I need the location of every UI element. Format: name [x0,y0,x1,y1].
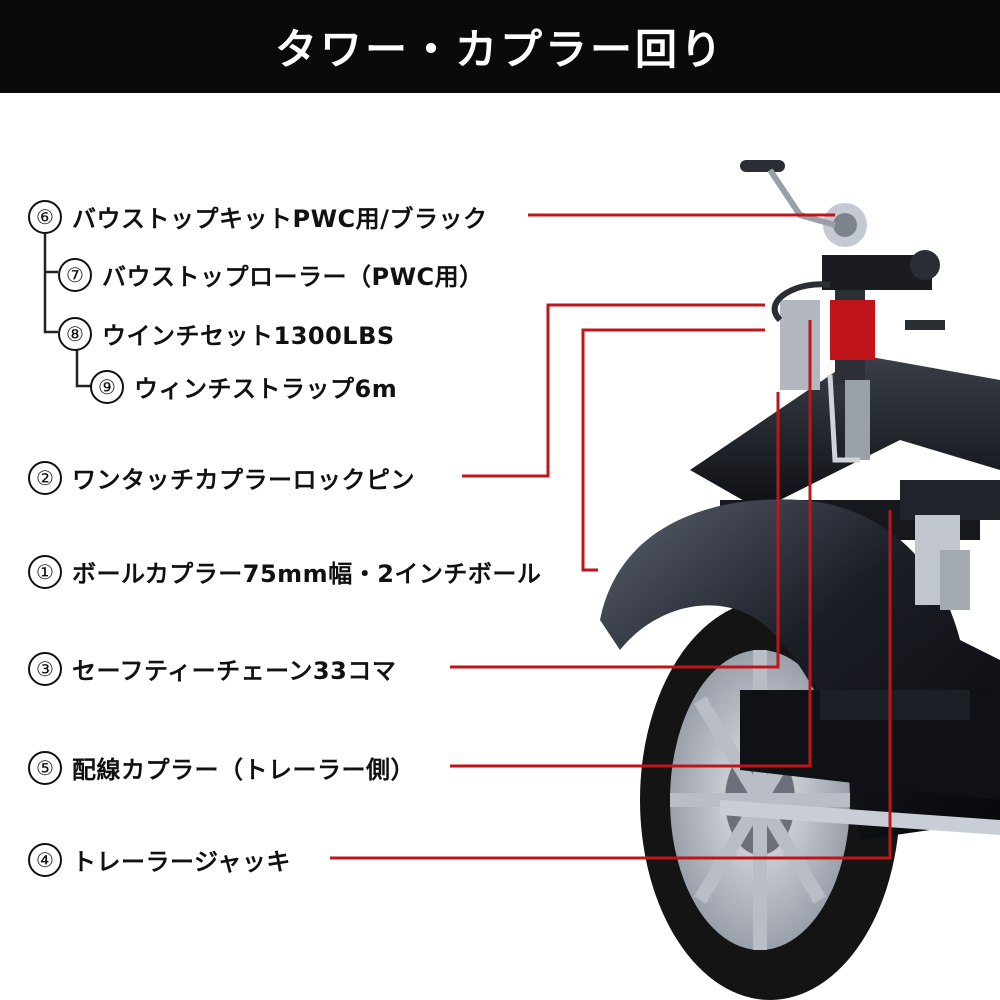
callout-label: トレーラージャッキ [72,848,291,876]
callout-8: ⑧ ウインチセット1300LBS [58,316,395,351]
callout-number: ② [28,460,62,495]
callout-5: ⑤ 配線カプラー（トレーラー側） [28,750,415,785]
callout-number: ③ [28,651,62,686]
callout-label: ウィンチストラップ6m [134,375,398,403]
callout-label: ウインチセット1300LBS [102,322,395,350]
page-title: タワー・カプラー回り [274,25,725,74]
callout-4: ④ トレーラージャッキ [28,842,291,877]
fender [600,499,1000,840]
callout-2: ② ワンタッチカプラーロックピン [28,460,415,495]
callout-label: バウストップローラー（PWC用） [102,263,484,291]
callout-label: 配線カプラー（トレーラー側） [72,756,415,784]
callout-label: バウストップキットPWC用/ブラック [72,205,488,233]
callout-number: ⑨ [90,369,124,404]
trailer-jack [915,515,970,610]
callout-number: ① [28,554,62,589]
leader-line-3 [450,392,780,669]
callout-label: ボールカプラー75mm幅・2インチボール [72,560,542,588]
leader-line-4 [330,510,892,860]
sub-item-bracket [43,232,92,388]
leader-line-1 [581,328,765,572]
callout-7: ⑦ バウストップローラー（PWC用） [58,257,484,292]
callout-number: ④ [28,842,62,877]
callout-3: ③ セーフティーチェーン33コマ [28,651,396,686]
callout-label: セーフティーチェーン33コマ [72,657,397,685]
callout-6: ⑥ バウストップキットPWC用/ブラック [28,199,487,234]
callout-number: ⑦ [58,257,92,292]
leader-line-2 [462,303,765,478]
header-bar: タワー・カプラー回り [0,0,1000,93]
callout-number: ⑥ [28,199,62,234]
callout-label: ワンタッチカプラーロックピン [72,466,415,494]
callout-number: ⑧ [58,316,92,351]
callout-1: ① ボールカプラー75mm幅・2インチボール [28,554,541,589]
leader-line-5 [450,320,812,768]
callout-9: ⑨ ウィンチストラップ6m [90,369,397,404]
callout-number: ⑤ [28,750,62,785]
